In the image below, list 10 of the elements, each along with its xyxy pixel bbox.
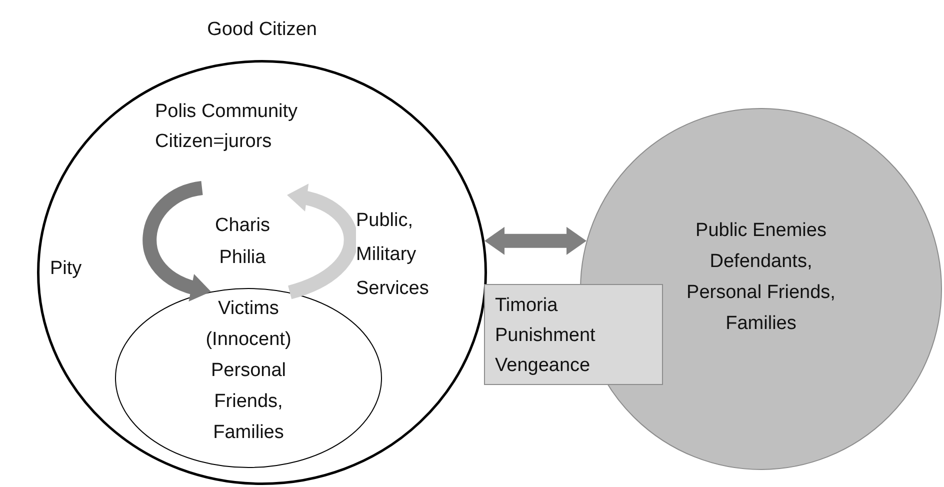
node-label: Timoria Punishment Vengeance [495, 294, 596, 378]
curved-arrow [142, 181, 211, 300]
node-label: Polis Community Citizen=jurors [155, 100, 299, 154]
curved-arrow [287, 184, 358, 300]
node-title: Good Citizen [206, 18, 318, 42]
node-label: Victims (Innocent) Personal Friends, Families [204, 297, 292, 445]
node-label: Public Enemies Defendants, Personal Friends, Families [686, 219, 836, 336]
text-label: Charis Philia [214, 214, 271, 270]
double-arrow [484, 226, 586, 255]
text-box [484, 284, 663, 385]
